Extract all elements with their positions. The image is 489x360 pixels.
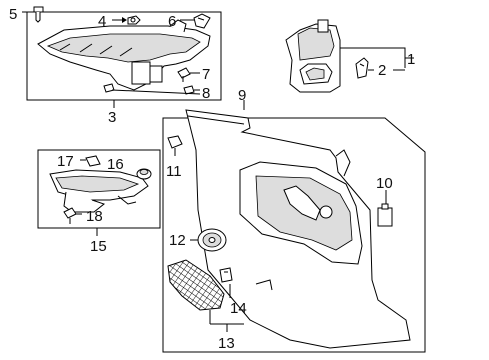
callout-8: 8 xyxy=(202,85,210,102)
box-lower-trim-group xyxy=(37,149,161,229)
clip-14 xyxy=(219,267,233,283)
clip-17 xyxy=(85,155,101,167)
callout-12: 12 xyxy=(169,232,186,249)
callout-1: 1 xyxy=(407,51,415,68)
callout-13: 13 xyxy=(218,335,235,352)
callout-9: 9 xyxy=(238,87,246,104)
callout-16: 16 xyxy=(107,156,124,173)
clip-11 xyxy=(167,135,183,156)
box-quarter-panel-group xyxy=(162,117,426,353)
push-clip-5 xyxy=(33,6,44,23)
lower-trim-15 xyxy=(49,169,149,213)
speaker-grille-13 xyxy=(167,259,225,311)
speaker-12 xyxy=(197,228,227,252)
upper-trim-panel-3 xyxy=(37,19,211,91)
screw-7 xyxy=(177,67,191,82)
callout-17: 17 xyxy=(57,153,74,170)
callout-5: 5 xyxy=(9,6,17,23)
screw-18 xyxy=(63,207,77,224)
pillar-trim-1 xyxy=(285,19,341,93)
callout-4: 4 xyxy=(98,13,106,30)
clip-8 xyxy=(103,83,195,95)
box-upper-trim-group xyxy=(26,11,222,101)
clip-4 xyxy=(127,15,141,25)
callout-18: 18 xyxy=(86,208,103,225)
clip-10 xyxy=(377,203,393,227)
callout-6: 6 xyxy=(168,13,176,30)
callout-15: 15 xyxy=(90,238,107,255)
clip-2 xyxy=(355,57,369,79)
callout-2: 2 xyxy=(378,62,386,79)
callout-7: 7 xyxy=(202,66,210,83)
callout-10: 10 xyxy=(376,175,393,192)
quarter-panel-9 xyxy=(185,109,411,349)
callout-3: 3 xyxy=(108,109,116,126)
callout-11: 11 xyxy=(166,163,182,180)
grommet-16 xyxy=(136,168,152,180)
callout-14: 14 xyxy=(230,300,247,317)
bracket-clip-6 xyxy=(193,13,211,29)
